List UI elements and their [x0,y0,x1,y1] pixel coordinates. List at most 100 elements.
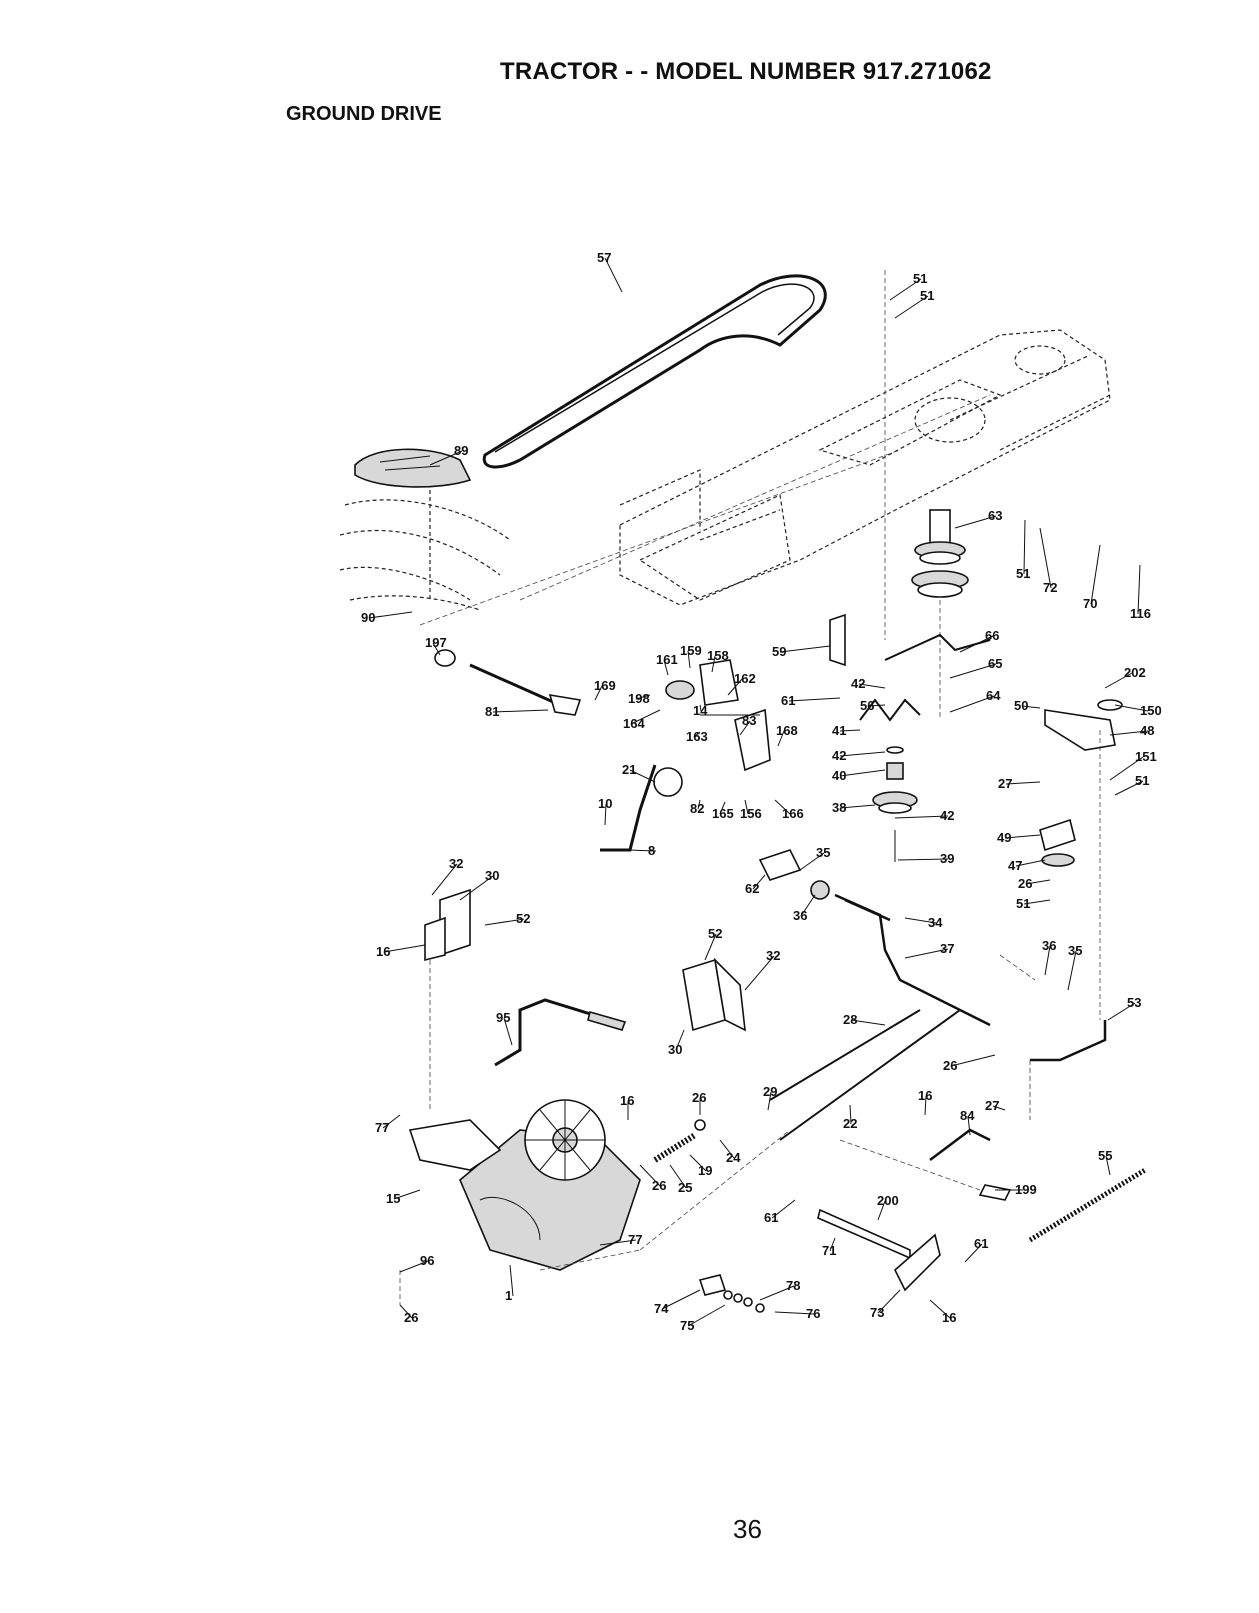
leader-line-42b [839,751,886,757]
leader-line-64 [949,695,995,713]
shift-rod-81 [434,649,582,716]
callout-158: 158 [707,648,729,663]
clip-59-rod-66 [829,613,991,667]
leader-line-8 [629,849,657,852]
leader-line-36a [800,894,816,917]
callout-21: 21 [622,762,636,777]
centerlines [399,270,1036,1305]
leader-line-41 [839,729,861,732]
leader-line-34 [904,917,937,924]
leader-line-16c [924,1095,927,1116]
callout-166: 166 [782,806,804,821]
leader-line-1 [509,1264,514,1297]
leader-line-72 [1039,527,1052,589]
leader-line-32b [744,955,775,991]
leader-line-21 [629,769,656,783]
leader-line-42a [858,683,886,689]
callout-28: 28 [843,1012,857,1027]
leader-line-14 [699,704,702,712]
leader-line-30a [459,875,494,901]
callout-51b: 51 [920,288,934,303]
callout-26d: 26 [652,1178,666,1193]
leader-line-77b [599,1239,637,1246]
callout-84: 84 [960,1108,975,1123]
leader-line-84 [967,1115,971,1136]
callout-63: 63 [988,508,1002,523]
tractor-frame-outline [419,329,1111,626]
callout-163: 163 [686,729,708,744]
bracket-30-center [682,957,746,1032]
leader-line-62 [752,874,766,890]
leader-line-61a [788,697,841,702]
leader-line-61c [964,1243,983,1263]
callout-161: 161 [656,652,678,667]
callout-32b: 32 [766,948,780,963]
leader-line-90 [368,611,413,619]
callout-77a: 77 [375,1120,389,1135]
pivot-84 [929,1128,1012,1201]
leader-line-30b [675,1029,685,1051]
callout-19: 19 [698,1163,712,1178]
callout-70: 70 [1083,596,1097,611]
leader-line-39 [897,858,949,861]
callout-41: 41 [832,723,846,738]
rod-53 [1030,1020,1107,1062]
spring-19 [653,1119,706,1163]
leader-line-78 [759,1285,795,1301]
callout-27a: 27 [998,776,1012,791]
leader-line-83 [739,720,751,736]
callout-53: 53 [1127,995,1141,1010]
callout-52a: 52 [516,911,530,926]
callout-47: 47 [1008,858,1022,873]
leader-line-150 [1114,704,1149,712]
callout-15: 15 [386,1191,400,1206]
callout-66: 66 [985,628,999,643]
leader-line-74 [661,1289,701,1310]
leader-line-15 [393,1189,421,1200]
leader-line-166 [774,799,791,815]
leader-line-29 [767,1091,772,1111]
callout-1: 1 [505,1288,512,1303]
leader-line-53 [1107,1002,1136,1021]
callout-16d: 16 [942,1310,956,1325]
callout-56: 56 [860,698,874,713]
leader-line-28 [850,1019,886,1026]
leader-line-116 [1137,564,1141,615]
leader-line-163 [693,731,701,738]
callout-199: 199 [1015,1182,1037,1197]
leader-line-56 [867,704,886,707]
callout-61b: 61 [764,1210,778,1225]
callout-116: 116 [1130,606,1151,621]
leader-line-96 [399,1260,429,1273]
leader-line-50 [1021,705,1041,709]
leader-line-16a [383,944,426,953]
callout-76: 76 [806,1306,820,1321]
callout-57: 57 [597,250,611,265]
callout-48: 48 [1140,723,1154,738]
callout-26c: 26 [692,1090,706,1105]
leader-line-16d [929,1299,951,1319]
callout-34: 34 [928,915,943,930]
callout-96: 96 [420,1253,434,1268]
page-title: TRACTOR - - MODEL NUMBER 917.271062 [500,58,992,85]
callout-25: 25 [678,1180,692,1195]
leader-line-95 [503,1017,513,1046]
leader-line-10 [604,803,607,826]
leader-line-151 [1109,756,1144,781]
leader-line-51e [1023,899,1051,905]
leader-line-165 [719,801,726,815]
leader-line-49 [1004,834,1041,839]
callout-83: 83 [742,713,756,728]
callout-24: 24 [726,1150,741,1165]
spring-55 [1028,1167,1147,1243]
callout-8: 8 [648,843,655,858]
callout-16c: 16 [918,1088,932,1103]
callout-61a: 61 [781,693,795,708]
rods-28-22 [769,1009,961,1141]
callout-156: 156 [740,806,762,821]
callout-30b: 30 [668,1042,682,1057]
leader-line-81 [492,709,549,713]
leader-line-169 [594,685,603,701]
leader-line-75 [687,1304,726,1327]
